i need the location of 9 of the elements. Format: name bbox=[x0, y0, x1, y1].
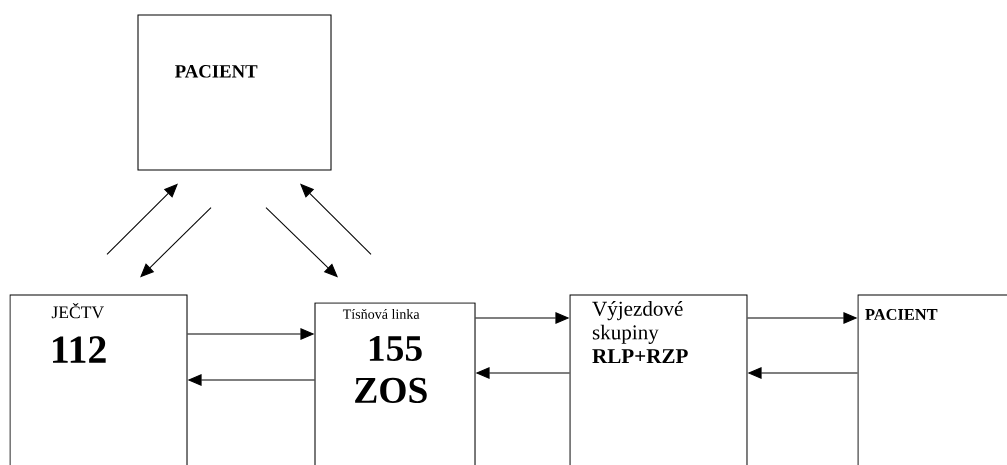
arrow bbox=[140, 207, 212, 278]
arrow bbox=[300, 183, 372, 255]
process-box: Tísňová linka 155 ZOS bbox=[314, 302, 476, 465]
arrow bbox=[106, 183, 178, 255]
process-box: JEČTV 112 bbox=[9, 294, 188, 465]
process-box: PACIENT bbox=[137, 14, 332, 171]
process-box: Výjezdové skupiny RLP+RZP bbox=[569, 294, 748, 465]
process-box: PACIENT bbox=[857, 294, 1007, 465]
arrow bbox=[265, 207, 338, 278]
